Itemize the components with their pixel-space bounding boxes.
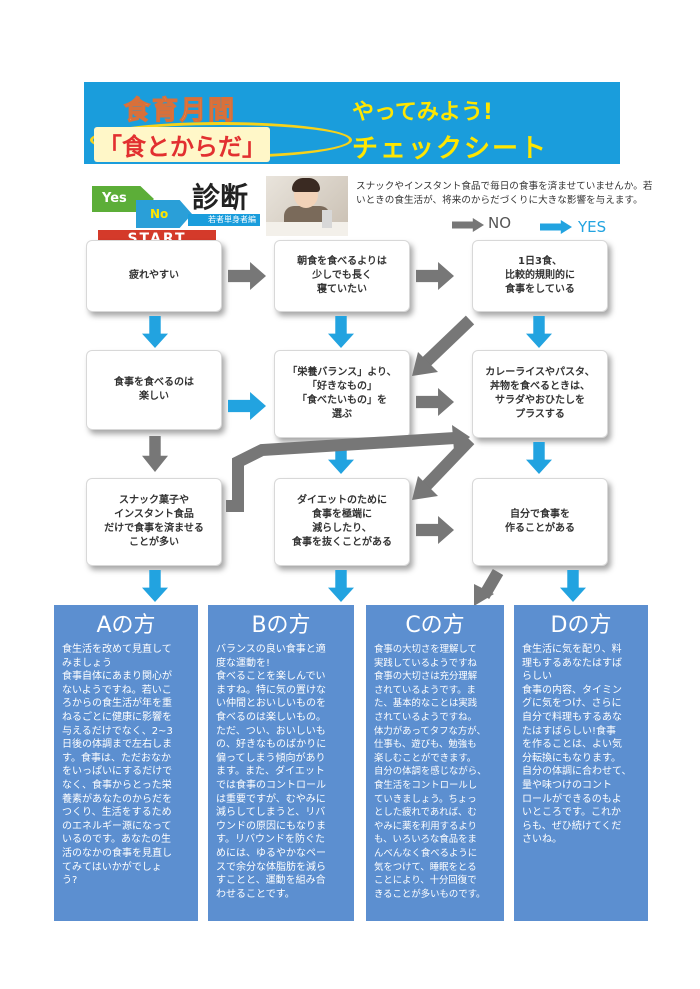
question-box-breakfast: 朝食を食べるよりは 少しでも長く 寝ていたい [274, 240, 410, 312]
no-arrow-icon [452, 425, 470, 451]
question-box-snacks: スナック菓子や インスタント食品 だけで食事を済ませる ことが多い [86, 478, 222, 566]
question-box-diet: ダイエットのために 食事を極端に 減らしたり、 食事を抜くことがある [274, 478, 410, 566]
question-box-cook: 自分で食事を 作ることがある [472, 478, 608, 566]
no-legend-arrow-icon [452, 218, 484, 232]
question-box-three-meals: 1日3食、 比較的規則的に 食事をしている [472, 240, 608, 312]
result-title-a: Aの方 [96, 613, 156, 638]
result-panel-d: Dの方 食生活に気を配り、料 理もするあなたはすば らしい 食事の内容、タイミン… [514, 605, 648, 921]
yes-legend-label: YES [578, 218, 607, 236]
result-text-d: 食生活に気を配り、料 理もするあなたはすば らしい 食事の内容、タイミン グに気… [522, 644, 632, 846]
no-arrow-icon [474, 584, 494, 606]
result-text-b: バランスの良い食事と適 度な運動を! 食べることを楽しんでい ますね。特に気の置… [216, 644, 327, 900]
banner-title-try: やってみよう! [352, 100, 493, 125]
result-panel-a: Aの方 食生活を改めて見直して みましょう 食事自体にあまり関心が ないようです… [54, 605, 198, 921]
result-title-b: Bの方 [251, 613, 311, 638]
intro-text: スナックやインスタント食品で毎日の食事を済ませていませんか。若いときの食生活が、… [356, 181, 653, 206]
no-arrow-icon: No [136, 200, 192, 228]
result-text-a: 食生活を改めて見直して みましょう 食事自体にあまり関心が ないようですね。若い… [62, 644, 173, 887]
no-arrow-icon [412, 476, 438, 500]
no-arrow-icon [412, 352, 438, 376]
title-banner: 食育月間 「食とからだ」 やってみよう! チェックシート [84, 82, 620, 164]
result-text-c: 食事の大切さを理解して 実践しているようですね 食事の大切さは充分理解 されてい… [374, 644, 487, 900]
yes-arrow-icon: Yes [92, 186, 154, 212]
banner-title-checksheet: チェックシート [352, 134, 549, 164]
yes-legend-arrow-icon [540, 220, 572, 234]
no-arrow-icon [419, 315, 475, 369]
person-eating-photo [266, 176, 348, 236]
diagnosis-subtitle: 若者単身者編 [188, 214, 260, 226]
question-box-enjoy-meals: 食事を食べるのは 楽しい [86, 350, 222, 430]
result-panel-b: Bの方 バランスの良い食事と適 度な運動を! 食べることを楽しんでい ますね。特… [208, 605, 354, 921]
question-box-tired: 疲れやすい [86, 240, 222, 312]
result-title-d: Dの方 [550, 613, 612, 638]
question-box-add-salad: カレーライスやパスタ、 丼物を食べるときは、 サラダやおひたしを プラスする [472, 350, 608, 438]
question-box-nutrition-balance: 「栄養バランス」より、 「好きなもの」 「食べたいもの」を 選ぶ [274, 350, 410, 438]
no-arrow-icon [421, 435, 475, 491]
banner-title-theme: 「食とからだ」 [94, 127, 270, 162]
diagnosis-title: 診断 [192, 181, 249, 214]
no-arrow-icon [226, 432, 456, 512]
no-legend-label: NO [488, 214, 512, 232]
result-title-c: Cの方 [405, 613, 465, 638]
result-panel-c: Cの方 食事の大切さを理解して 実践しているようですね 食事の大切さは充分理解 … [366, 605, 504, 921]
